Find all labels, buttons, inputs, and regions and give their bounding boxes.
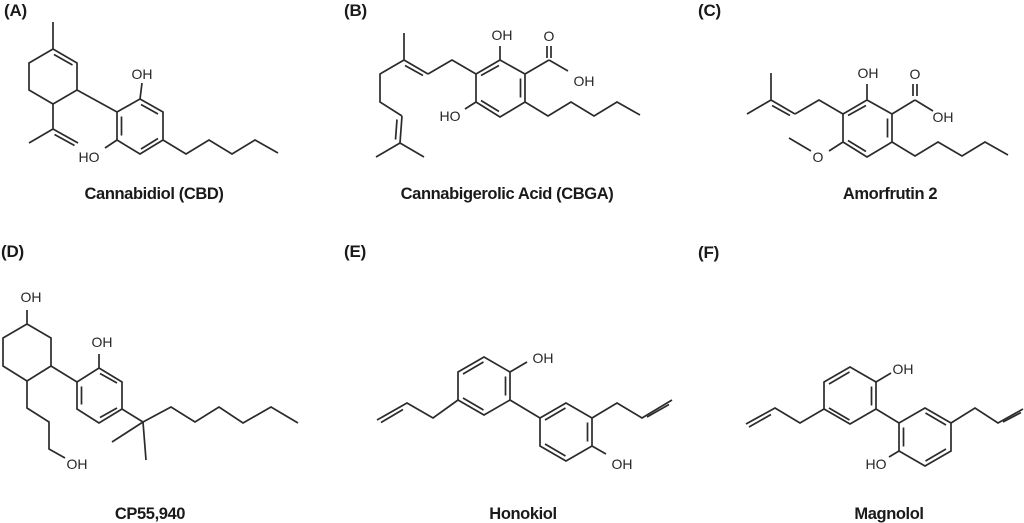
panel-letter-d: (D) (1, 242, 24, 261)
bond-skeleton (28, 22, 279, 155)
double-bond-lines (771, 84, 918, 153)
double-bond-lines (394, 46, 552, 140)
atom-label-ho: HO (79, 149, 100, 165)
double-bond-lines (80, 372, 118, 419)
atom-label-oh: OH (933, 109, 954, 125)
atom-label-oh: OH (21, 289, 42, 305)
compound-name-cbga: Cannabigerolic Acid (CBGA) (400, 185, 614, 203)
bond-skeleton (2, 310, 299, 461)
atom-label-o-methoxy: O (813, 149, 824, 165)
compound-name-cannabidiol: Cannabidiol (CBD) (84, 185, 224, 203)
atom-label-oh: OH (492, 27, 513, 43)
atom-label-oh: OH (132, 66, 153, 82)
atom-label-oh: OH (612, 456, 633, 472)
panel-letter-e: (E) (344, 242, 367, 261)
bond-skeleton (376, 356, 673, 462)
atom-label-oh: OH (574, 73, 595, 89)
panel-letter-a: (A) (4, 1, 27, 20)
atom-label-o: O (910, 66, 921, 82)
structure-cannabidiol: OH HO (28, 22, 279, 165)
panel-letter-c: (C) (698, 1, 721, 20)
panel-letter-f: (F) (698, 243, 720, 262)
bond-skeleton (746, 73, 1009, 158)
compound-name-amorfrutin-2: Amorfrutin 2 (842, 185, 938, 203)
atom-label-ho: HO (866, 456, 887, 472)
atom-label-oh: OH (858, 65, 879, 81)
structure-amorfrutin-2: OH O OH O (746, 65, 1009, 165)
double-bond-lines (748, 371, 1022, 462)
compound-name-magnolol: Magnolol (854, 505, 924, 523)
structure-honokiol: OH OH (376, 350, 673, 472)
panel-letter-b: (B) (344, 1, 367, 20)
bond-skeleton (375, 33, 641, 158)
structure-cannabigerolic-acid: OH O OH HO (375, 27, 641, 158)
atom-label-oh: OH (67, 456, 88, 472)
bond-skeleton (745, 366, 1024, 467)
double-bond-lines (53, 53, 159, 150)
atom-label-oh: OH (92, 334, 113, 350)
atom-label-ho: HO (440, 108, 461, 124)
compound-name-cp55940: CP55,940 (114, 505, 186, 523)
structure-cp55940: OH OH OH (2, 289, 299, 472)
atom-label-oh: OH (893, 361, 914, 377)
atom-label-o: O (544, 28, 555, 44)
double-bond-lines (380, 361, 670, 457)
structure-magnolol: OH HO (745, 361, 1024, 472)
compound-name-honokiol: Honokiol (489, 505, 557, 523)
atom-label-oh: OH (533, 350, 554, 366)
